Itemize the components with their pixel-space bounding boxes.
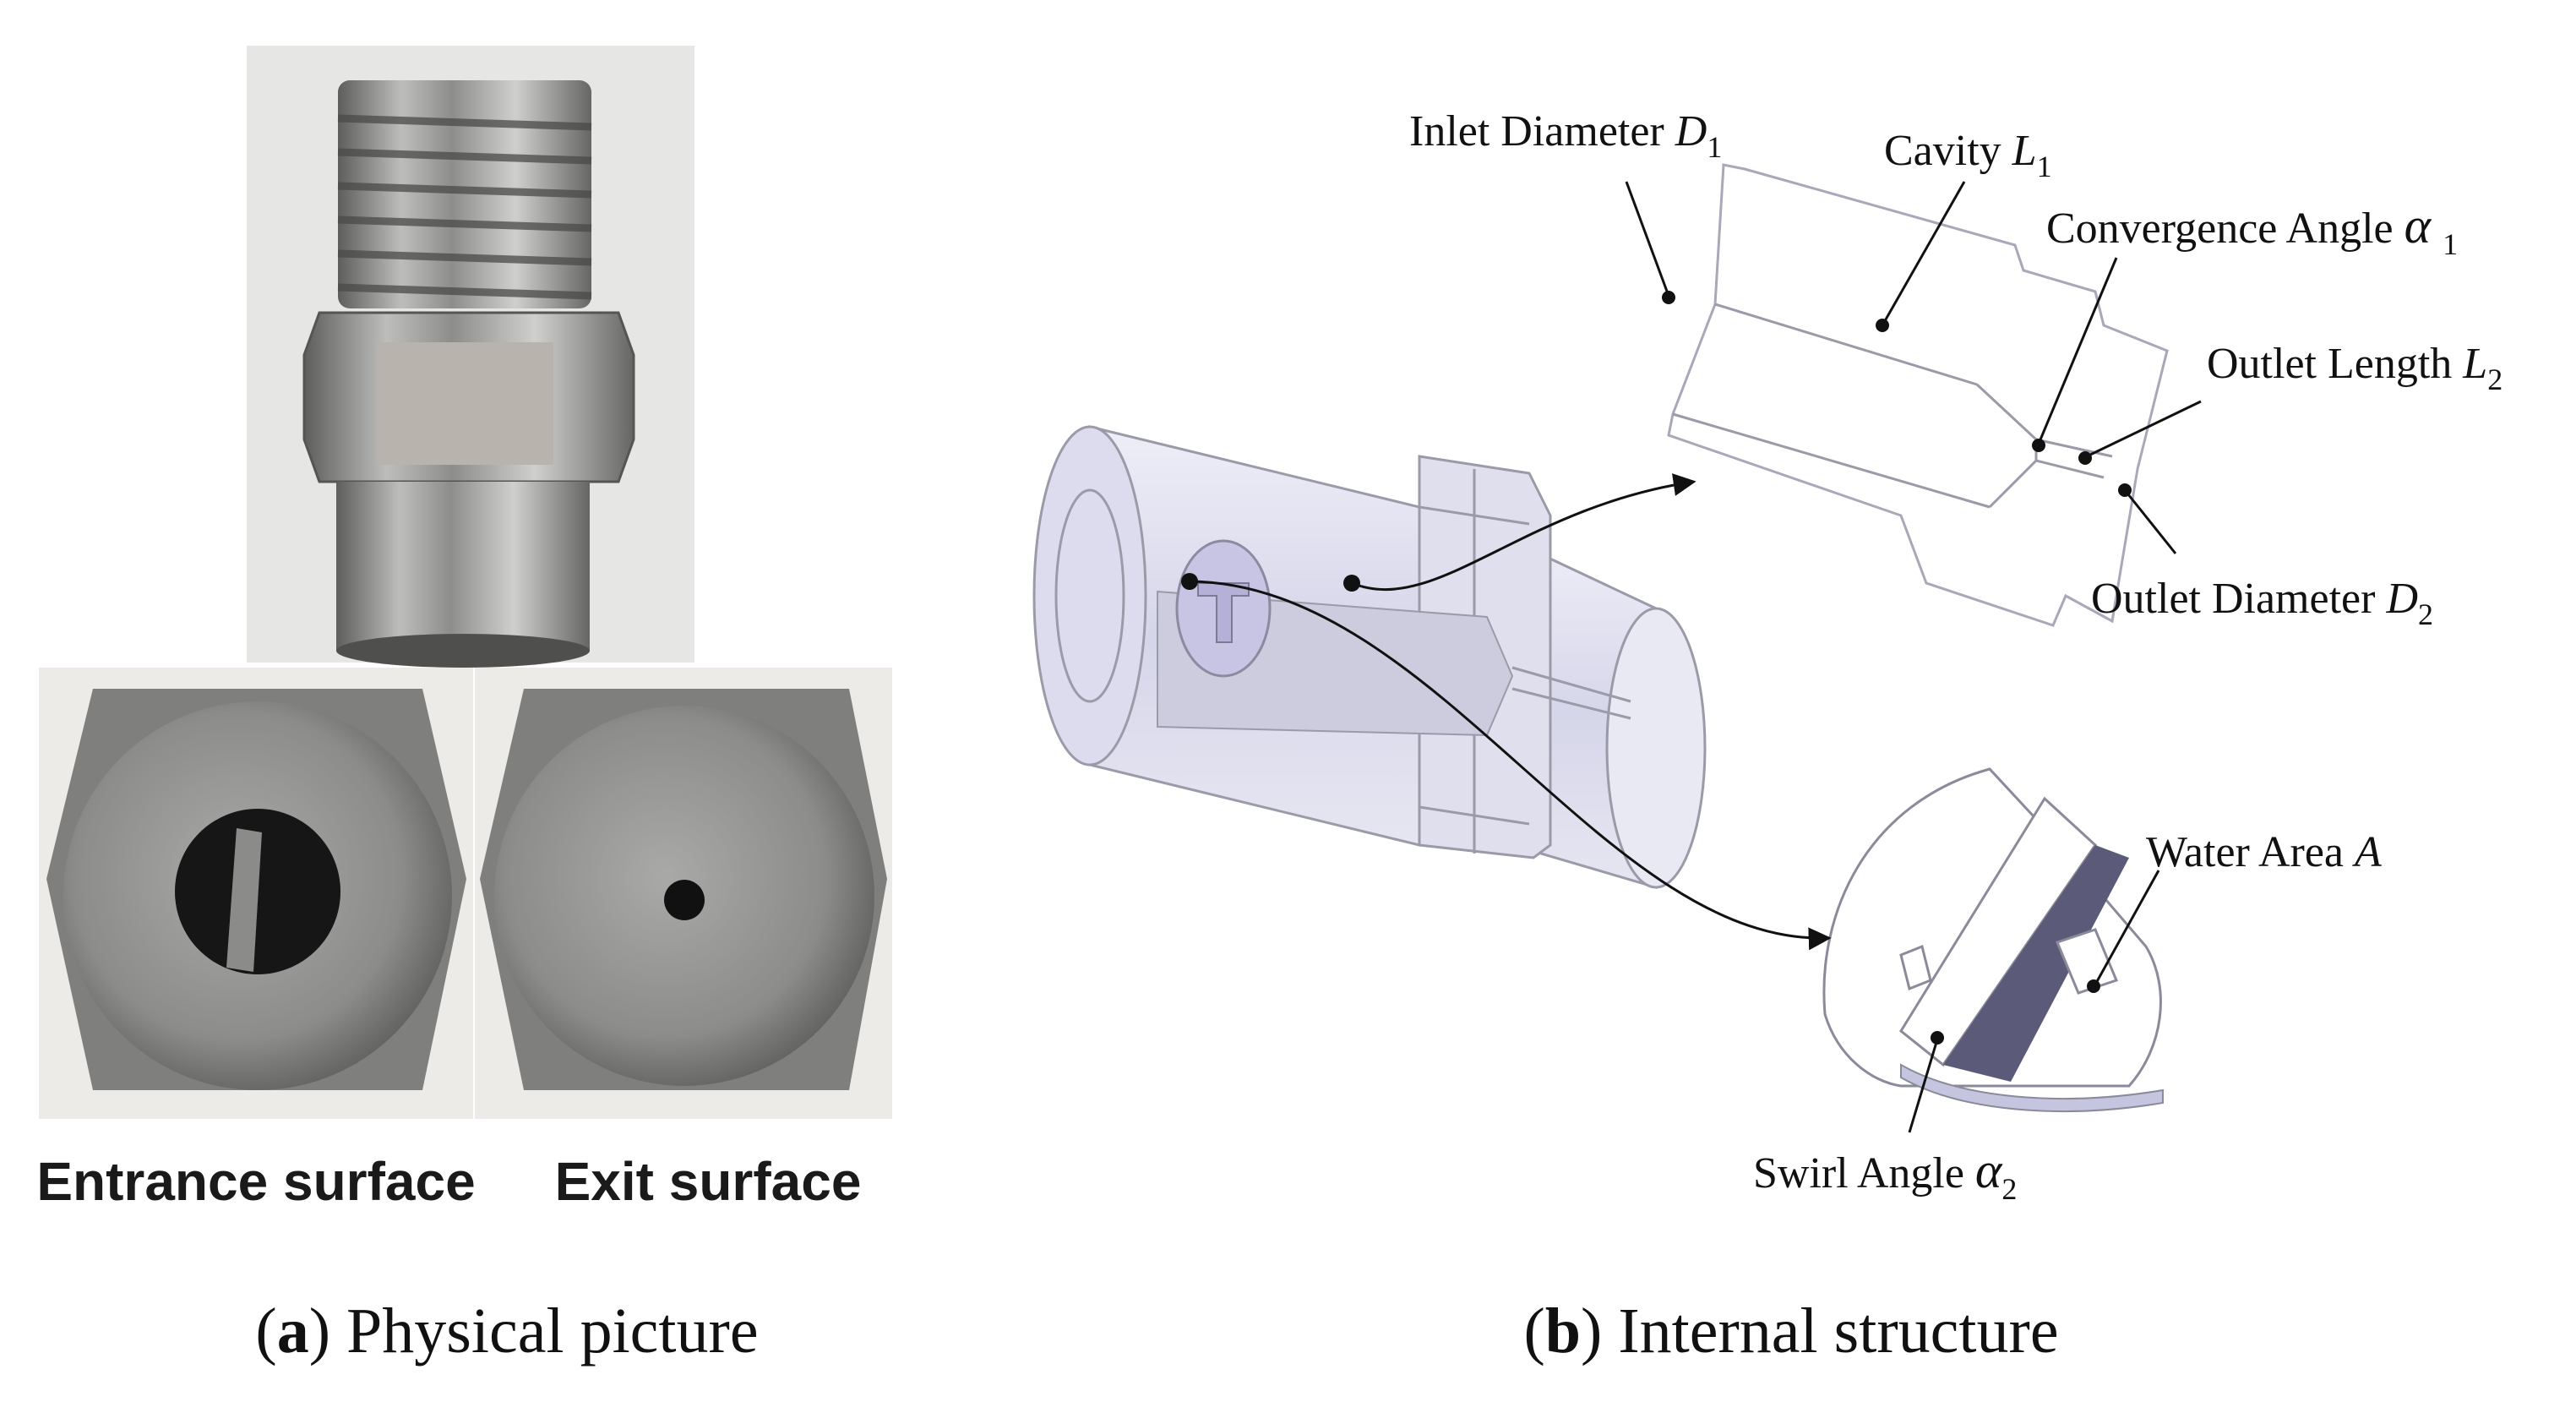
label-outlet-length: Outlet Length L2 bbox=[2207, 340, 2502, 396]
exit-surface-photo bbox=[475, 668, 892, 1119]
cross-section-view bbox=[1667, 163, 2169, 627]
swirl-insert-detail bbox=[1822, 767, 2164, 1112]
caption-b-text: Internal structure bbox=[1602, 1296, 2058, 1367]
nozzle-3d-model bbox=[1032, 425, 1707, 890]
label-water-area: Water Area A bbox=[2146, 828, 2382, 876]
caption-a-text: Physical picture bbox=[330, 1296, 759, 1367]
label-cavity: Cavity L1 bbox=[1884, 127, 2052, 183]
entrance-surface-label: Entrance surface bbox=[36, 1151, 475, 1212]
connector-arrows bbox=[1181, 473, 1832, 951]
caption-a-letter: a bbox=[277, 1296, 309, 1367]
caption-b: (b) Internal structure bbox=[1523, 1296, 2058, 1367]
annotation-leaders bbox=[1625, 181, 2202, 1133]
caption-a: (a) Physical picture bbox=[255, 1296, 758, 1367]
label-inlet-diameter: Inlet Diameter D1 bbox=[1409, 107, 1722, 164]
nozzle-photo-side bbox=[247, 46, 694, 668]
entrance-surface-photo bbox=[39, 668, 473, 1119]
label-outlet-diameter: Outlet Diameter D2 bbox=[2091, 575, 2433, 631]
label-swirl-angle: Swirl Angle α2 bbox=[1753, 1143, 2017, 1206]
exit-surface-label: Exit surface bbox=[555, 1151, 862, 1212]
caption-b-letter: b bbox=[1545, 1296, 1581, 1367]
